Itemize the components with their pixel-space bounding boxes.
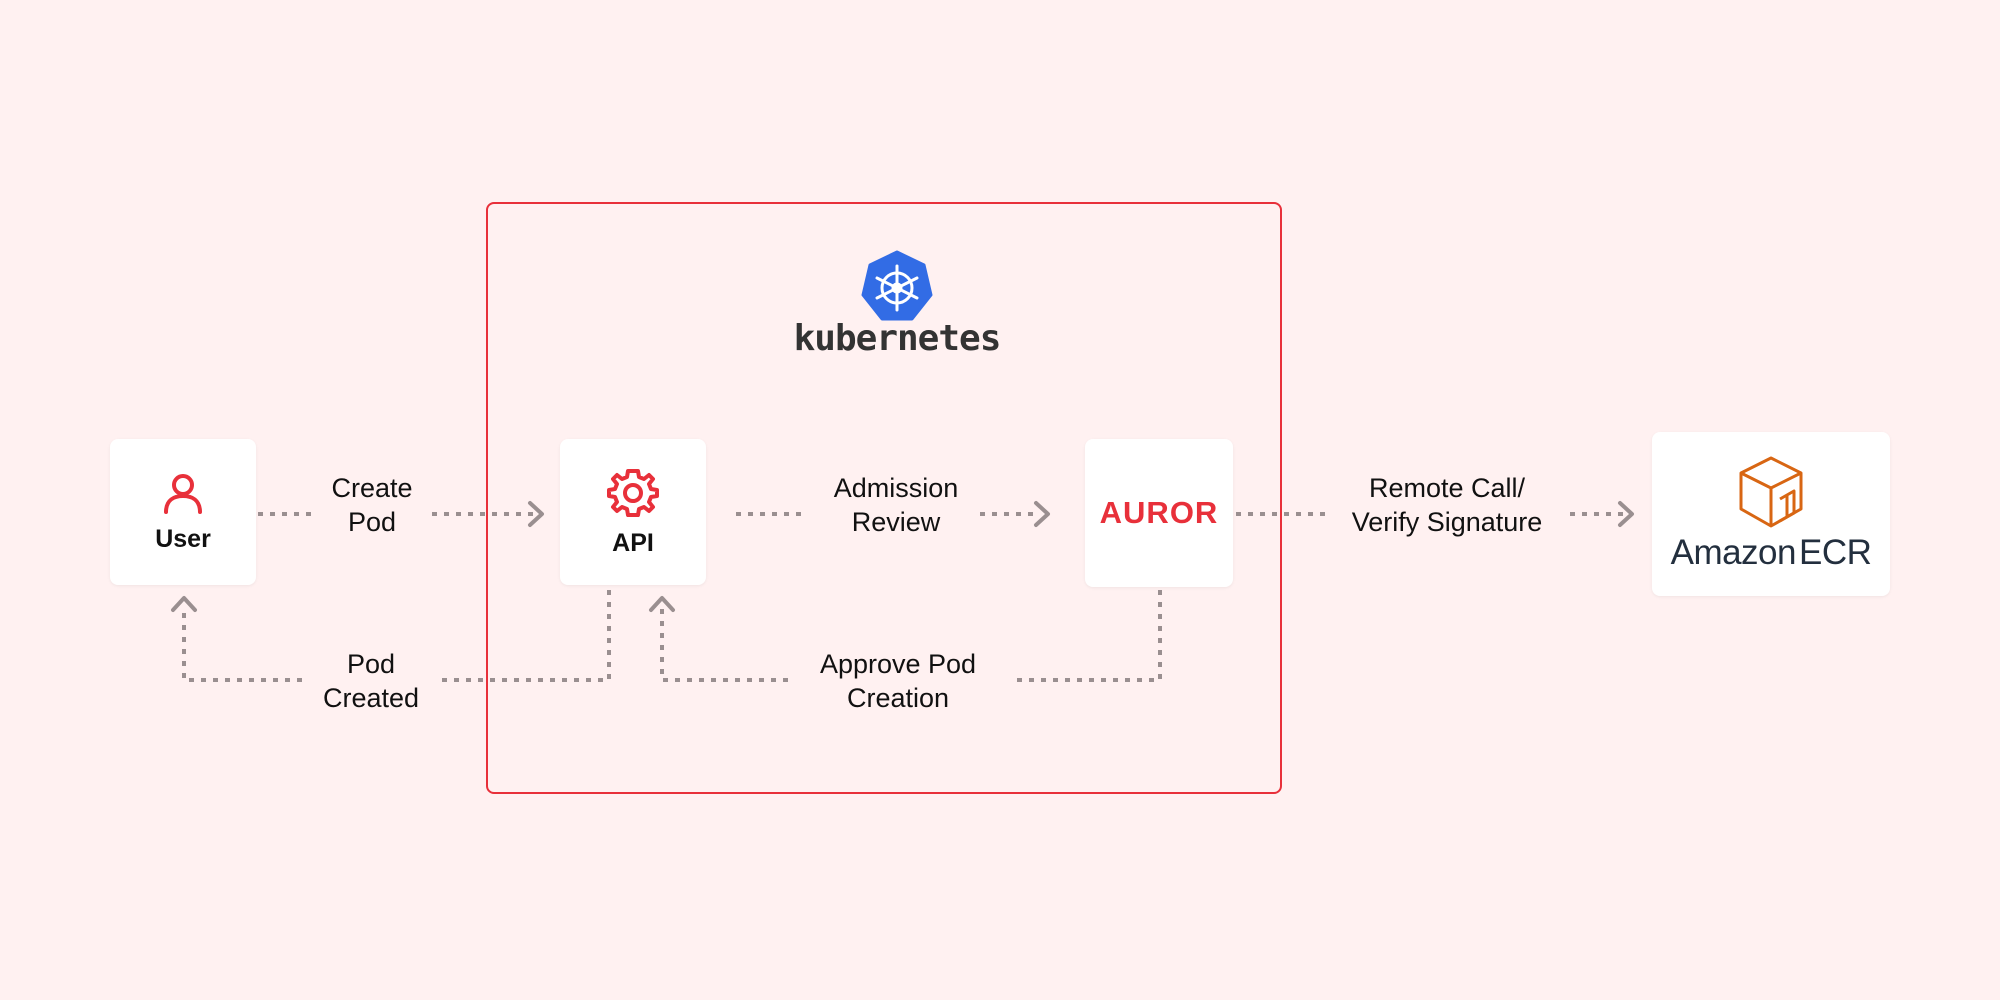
kubernetes-cluster-frame — [486, 202, 1282, 794]
auror-node: AUROR — [1085, 439, 1233, 587]
edge-label-admission-review: Admission Review — [834, 471, 959, 539]
edge-label-approve-pod-creation: Approve Pod Creation — [820, 647, 976, 715]
auror-logo-text: AUROR — [1099, 495, 1219, 530]
create-pod-line2: Pod — [347, 507, 397, 537]
approve-pod-line1: Approve Pod — [819, 649, 977, 679]
edge-label-remote-call: Remote Call/ Verify Signature — [1352, 471, 1543, 539]
ecr-cube-icon — [1739, 456, 1803, 528]
gear-icon — [607, 468, 659, 517]
arrowhead-ecr — [1618, 501, 1634, 527]
remote-call-line1: Remote Call/ — [1368, 473, 1526, 503]
pod-created-line1: Pod — [346, 649, 396, 679]
approve-pod-line2: Creation — [846, 683, 950, 713]
api-node: API — [560, 439, 706, 585]
edge-label-pod-created: Pod Created — [323, 647, 419, 715]
amazon-ecr-node: AmazonECR — [1652, 432, 1890, 596]
admission-review-line1: Admission — [833, 473, 959, 503]
kubernetes-helm-icon — [861, 250, 933, 321]
arrowhead-user — [171, 596, 197, 612]
user-icon — [164, 473, 202, 514]
edge-to-user-up — [182, 606, 302, 682]
remote-call-line2: Verify Signature — [1351, 507, 1543, 537]
admission-review-line2: Review — [851, 507, 941, 537]
user-node: User — [110, 439, 256, 585]
arrowhead-auror — [1034, 501, 1050, 527]
pod-created-line2: Created — [322, 683, 420, 713]
amazon-ecr-wordmark: AmazonECR — [1671, 533, 1872, 573]
ecr-product-text: ECR — [1799, 533, 1872, 572]
arrowhead-api-return — [649, 596, 675, 612]
user-label: User — [155, 524, 211, 553]
kubernetes-wordmark: kubernetes — [793, 318, 1002, 359]
edge-label-create-pod: Create Pod — [331, 471, 412, 539]
create-pod-line1: Create — [331, 473, 413, 503]
ecr-brand-text: Amazon — [1670, 533, 1797, 572]
arrowhead-api — [528, 501, 544, 527]
api-label: API — [612, 528, 654, 557]
